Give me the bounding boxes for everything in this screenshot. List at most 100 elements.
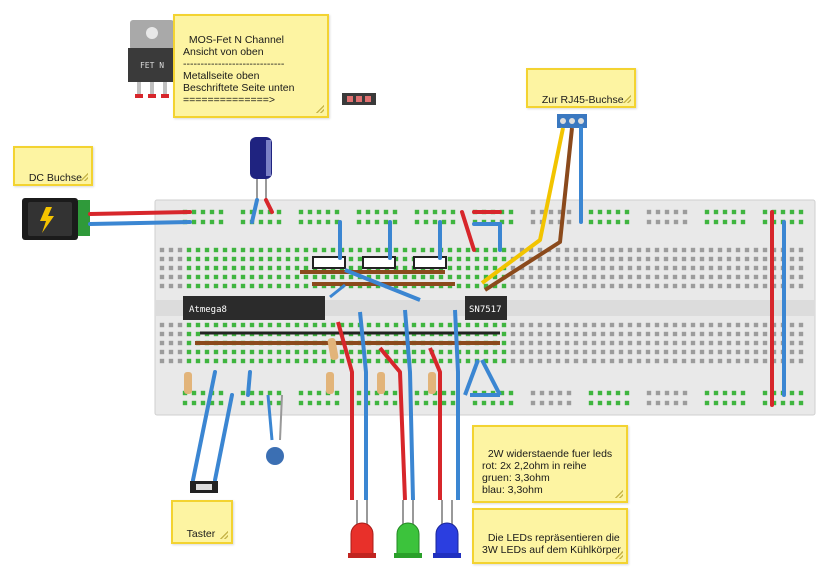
breadboard-hole bbox=[441, 209, 447, 215]
wire-red-dc[interactable] bbox=[88, 210, 192, 216]
led-red[interactable] bbox=[348, 500, 376, 558]
breadboard-hole bbox=[564, 274, 570, 280]
breadboard-hole bbox=[744, 331, 750, 337]
breadboard-hole bbox=[441, 219, 447, 225]
breadboard-hole bbox=[609, 283, 615, 289]
breadboard-hole bbox=[681, 274, 687, 280]
breadboard-hole bbox=[276, 209, 282, 215]
breadboard-hole bbox=[600, 274, 606, 280]
breadboard-hole bbox=[231, 256, 237, 262]
breadboard-hole bbox=[414, 209, 420, 215]
breadboard-hole bbox=[528, 283, 534, 289]
breadboard-hole bbox=[465, 283, 471, 289]
breadboard-hole bbox=[564, 265, 570, 271]
note-resistors: 2W widerstaende fuer leds rot: 2x 2,2ohm… bbox=[472, 425, 628, 503]
push-button[interactable] bbox=[190, 481, 218, 493]
resistor[interactable] bbox=[327, 337, 339, 361]
breadboard-hole bbox=[411, 274, 417, 280]
breadboard-hole bbox=[762, 358, 768, 364]
sn75-chip[interactable]: SN7517 bbox=[465, 296, 507, 320]
breadboard-hole bbox=[348, 349, 354, 355]
breadboard-hole bbox=[393, 358, 399, 364]
breadboard-hole bbox=[472, 400, 478, 406]
breadboard-hole bbox=[195, 331, 201, 337]
breadboard-hole bbox=[240, 322, 246, 328]
breadboard-hole bbox=[708, 247, 714, 253]
breadboard-hole bbox=[348, 247, 354, 253]
breadboard-hole bbox=[334, 390, 340, 396]
resistor[interactable] bbox=[326, 372, 334, 394]
pin-header-3[interactable] bbox=[342, 93, 376, 105]
breadboard-hole bbox=[722, 209, 728, 215]
breadboard-hole bbox=[624, 219, 630, 225]
resistor[interactable] bbox=[184, 372, 192, 394]
breadboard-hole bbox=[374, 209, 380, 215]
breadboard-hole bbox=[699, 322, 705, 328]
breadboard-hole bbox=[753, 322, 759, 328]
breadboard-hole bbox=[762, 265, 768, 271]
resize-grip-icon bbox=[623, 95, 631, 103]
breadboard-hole bbox=[519, 349, 525, 355]
breadboard-hole bbox=[762, 349, 768, 355]
breadboard-hole bbox=[441, 400, 447, 406]
breadboard-hole bbox=[636, 322, 642, 328]
breadboard-hole bbox=[177, 358, 183, 364]
breadboard-hole bbox=[209, 209, 215, 215]
breadboard-hole bbox=[789, 331, 795, 337]
breadboard-hole bbox=[447, 322, 453, 328]
resistor[interactable] bbox=[428, 372, 436, 394]
breadboard-hole bbox=[375, 358, 381, 364]
breadboard-hole bbox=[753, 340, 759, 346]
breadboard-hole bbox=[204, 358, 210, 364]
ceramic-capacitor[interactable] bbox=[266, 447, 284, 465]
breadboard-hole bbox=[258, 390, 264, 396]
breadboard-hole bbox=[356, 400, 362, 406]
breadboard-hole bbox=[510, 274, 516, 280]
breadboard-hole bbox=[499, 400, 505, 406]
breadboard-hole bbox=[600, 340, 606, 346]
breadboard-hole bbox=[258, 247, 264, 253]
electrolytic-capacitor[interactable] bbox=[250, 137, 272, 200]
breadboard-hole bbox=[789, 283, 795, 289]
breadboard-hole bbox=[564, 331, 570, 337]
breadboard-hole bbox=[222, 349, 228, 355]
breadboard-hole bbox=[663, 358, 669, 364]
breadboard-hole bbox=[663, 331, 669, 337]
breadboard-hole bbox=[334, 209, 340, 215]
breadboard-hole bbox=[654, 247, 660, 253]
breadboard-hole bbox=[717, 265, 723, 271]
breadboard-hole bbox=[200, 400, 206, 406]
breadboard-hole bbox=[348, 256, 354, 262]
breadboard-hole bbox=[240, 283, 246, 289]
breadboard-hole bbox=[624, 390, 630, 396]
wire-blue-dc[interactable] bbox=[88, 220, 192, 226]
breadboard-hole bbox=[600, 331, 606, 337]
wire-yellow-rj45[interactable] bbox=[480, 127, 565, 285]
wire-brown-rj45[interactable] bbox=[483, 127, 574, 292]
breadboard-hole bbox=[530, 209, 536, 215]
breadboard-hole bbox=[200, 219, 206, 225]
atmega-chip[interactable]: Atmega8 bbox=[183, 296, 325, 320]
breadboard-hole bbox=[717, 340, 723, 346]
breadboard-hole bbox=[606, 390, 612, 396]
rj45-connector[interactable] bbox=[557, 114, 587, 128]
breadboard-hole bbox=[615, 400, 621, 406]
breadboard-hole bbox=[402, 349, 408, 355]
breadboard-hole bbox=[294, 358, 300, 364]
breadboard-hole bbox=[276, 358, 282, 364]
breadboard-hole bbox=[159, 283, 165, 289]
breadboard-hole bbox=[672, 247, 678, 253]
breadboard-hole bbox=[285, 265, 291, 271]
breadboard-hole bbox=[645, 349, 651, 355]
mosfet-to220[interactable]: FET N bbox=[128, 20, 176, 98]
breadboard-hole bbox=[722, 390, 728, 396]
breadboard-hole bbox=[717, 283, 723, 289]
breadboard-hole bbox=[393, 349, 399, 355]
led-green[interactable] bbox=[394, 500, 422, 558]
breadboard-hole bbox=[195, 349, 201, 355]
dc-jack[interactable] bbox=[22, 198, 90, 240]
led-blue[interactable] bbox=[433, 500, 461, 558]
breadboard-hole bbox=[285, 247, 291, 253]
resistor[interactable] bbox=[377, 372, 385, 394]
breadboard-hole bbox=[402, 265, 408, 271]
